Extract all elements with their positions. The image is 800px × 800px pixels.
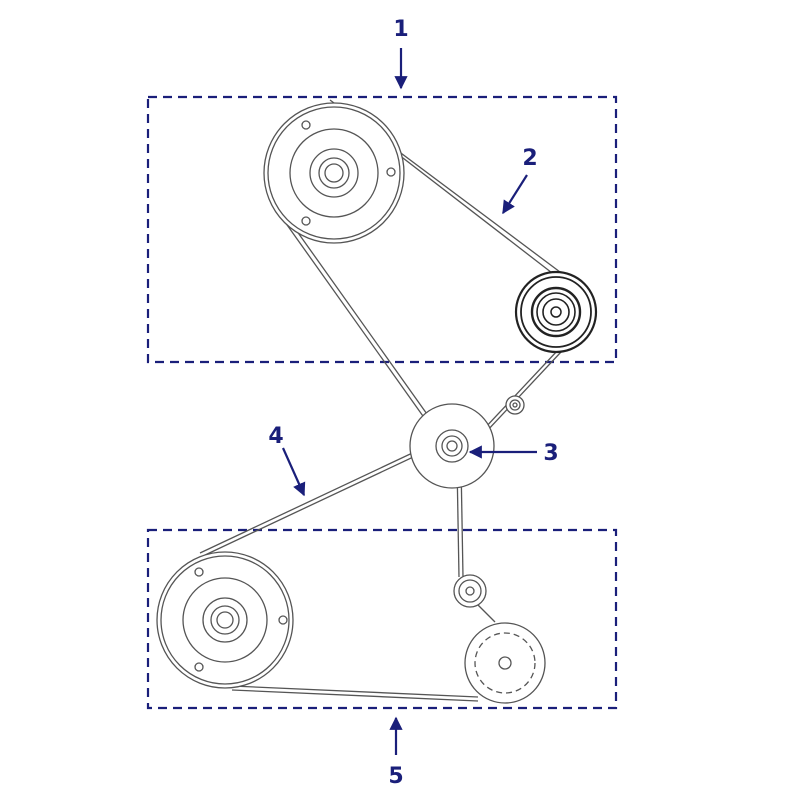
lower-assembly-box <box>146 528 618 710</box>
lower-belt <box>199 439 496 702</box>
upper-assembly-box <box>146 95 618 364</box>
lower-idler <box>453 574 487 608</box>
lower-right-pulley <box>464 622 546 704</box>
callout-2-label: 2 <box>522 146 537 171</box>
callout-5-label: 5 <box>388 764 403 789</box>
center-pulley <box>409 403 495 489</box>
large-lower-pulley <box>156 551 294 689</box>
callout-3-label: 3 <box>543 441 558 466</box>
callout-1-label: 1 <box>393 17 408 42</box>
drive-pulley <box>514 270 598 354</box>
small-idler <box>505 395 525 415</box>
callout-4-label: 4 <box>268 424 283 449</box>
callout-arrows <box>281 48 537 755</box>
callout-2-arrow <box>502 174 528 215</box>
large-upper-pulley <box>263 102 405 244</box>
callout-4-arrow <box>281 447 306 497</box>
